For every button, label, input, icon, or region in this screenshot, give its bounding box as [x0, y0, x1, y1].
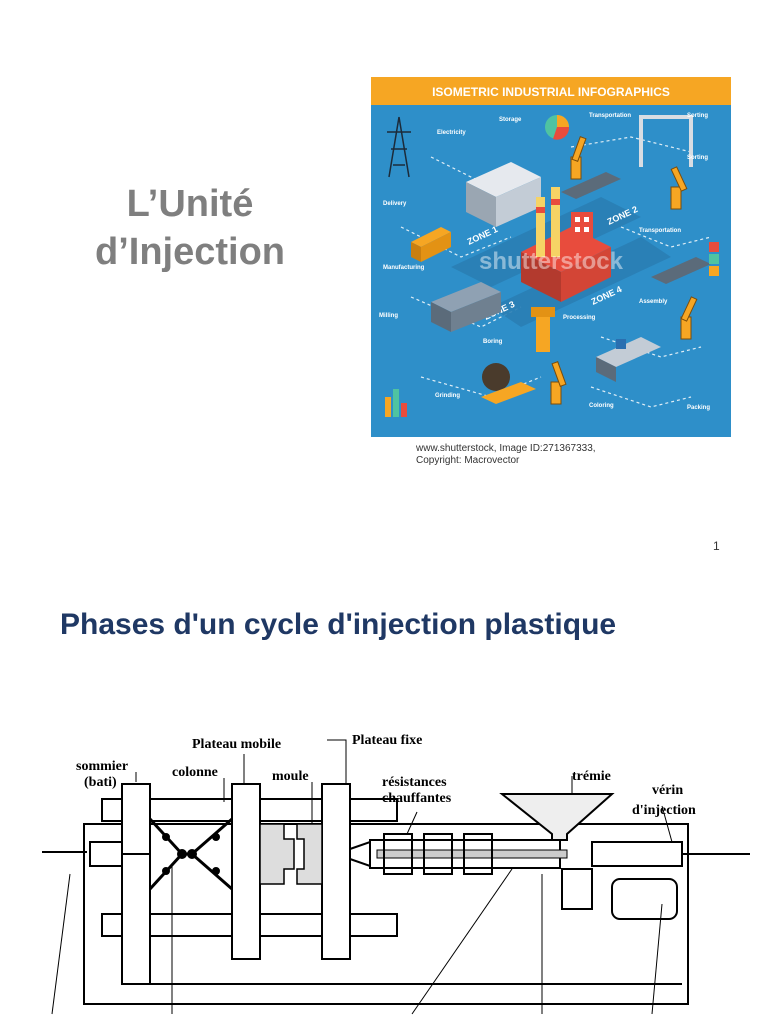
plateau-fixe-plate	[321, 783, 351, 960]
label-coloring: Coloring	[589, 403, 614, 409]
machine-frame	[83, 823, 689, 1005]
label-processing: Processing	[563, 315, 596, 321]
label-moule: moule	[272, 769, 309, 784]
title-line-1: L’Unité	[126, 183, 254, 225]
label-chauffantes: chauffantes	[382, 791, 452, 806]
label-plateau-fixe: Plateau fixe	[352, 733, 422, 748]
sorting-gate-icon	[639, 115, 693, 167]
label-electricity: Electricity	[437, 130, 466, 136]
label-sorting-1: Sorting	[687, 113, 708, 119]
slide-1: L’Unité d’Injection ISOMETRIC INDUSTRIAL…	[60, 77, 731, 553]
infographic-watermark: shutterstock	[479, 248, 624, 275]
label-transportation-2: Transportation	[639, 228, 681, 234]
injection-cylinder	[591, 841, 683, 867]
injection-machine-diagram: Plateau mobile Plateau fixe sommier (bat…	[32, 724, 762, 1024]
label-sommier: sommier	[76, 759, 128, 774]
factory-icon	[521, 187, 611, 302]
credit-line-1: www.shutterstock, Image ID:271367333,	[416, 443, 596, 454]
screw	[376, 849, 568, 859]
slide-title: L’Unité d’Injection	[60, 180, 320, 276]
slide-2: Phases d'un cycle d'injection plastique	[0, 576, 768, 1024]
label-milling: Milling	[379, 313, 398, 319]
mould-moving-half	[259, 823, 295, 885]
label-delivery: Delivery	[383, 201, 407, 207]
grinding-wheel-icon	[481, 363, 536, 404]
title-line-2: d’Injection	[95, 231, 285, 273]
conveyor-icon	[561, 172, 711, 284]
label-injection: d'injection	[632, 803, 696, 818]
hopper	[499, 793, 615, 841]
coloring-machine-icon	[596, 337, 661, 382]
heater-band-2	[423, 833, 453, 875]
storage-building-icon	[466, 162, 541, 227]
heater-band-1	[383, 833, 413, 875]
slide-2-title: Phases d'un cycle d'injection plastique	[60, 608, 617, 641]
page-number: 1	[713, 539, 720, 553]
label-bati: (bati)	[84, 775, 117, 790]
color-blocks-icon	[709, 242, 719, 276]
label-colonne: colonne	[172, 765, 218, 780]
bar-chart-icon	[385, 389, 407, 417]
label-transportation-1: Transportation	[589, 113, 631, 119]
label-resistances: résistances	[382, 775, 447, 790]
storage-pie-icon	[545, 115, 570, 140]
label-tremie: trémie	[572, 769, 611, 784]
label-sorting-2: Sorting	[687, 155, 708, 161]
electricity-pylon-icon	[387, 116, 411, 178]
screw-drive-gear	[561, 868, 593, 910]
heater-band-3	[463, 833, 493, 875]
robot-arm-icons	[550, 136, 698, 405]
credit-line-2: Copyright: Macrovector	[416, 455, 520, 466]
delivery-truck-icon	[411, 227, 451, 262]
processing-machine-icon	[531, 307, 555, 352]
label-plateau-mobile: Plateau mobile	[192, 737, 281, 752]
label-verin: vérin	[652, 783, 683, 798]
infographic-banner-title: ISOMETRIC INDUSTRIAL INFOGRAPHICS	[432, 85, 670, 99]
label-boring: Boring	[483, 339, 503, 345]
hydraulic-motor	[611, 878, 678, 920]
image-credit: www.shutterstock, Image ID:271367333, Co…	[416, 443, 596, 467]
label-packing: Packing	[687, 405, 710, 411]
sommier-plate	[121, 783, 151, 985]
clamp-cylinder	[89, 841, 123, 867]
mould-fixed-half	[296, 823, 323, 885]
plateau-mobile-plate	[231, 783, 261, 960]
label-manufacturing: Manufacturing	[383, 265, 425, 271]
label-grinding: Grinding	[435, 393, 460, 399]
milling-machine-icon	[431, 282, 501, 332]
nozzle	[349, 840, 371, 868]
infographic-banner	[371, 77, 731, 105]
label-storage: Storage	[499, 117, 522, 123]
label-assembly: Assembly	[639, 299, 668, 305]
industrial-infographic-image: ISOMETRIC INDUSTRIAL INFOGRAPHICS ZONE 1…	[371, 77, 731, 437]
